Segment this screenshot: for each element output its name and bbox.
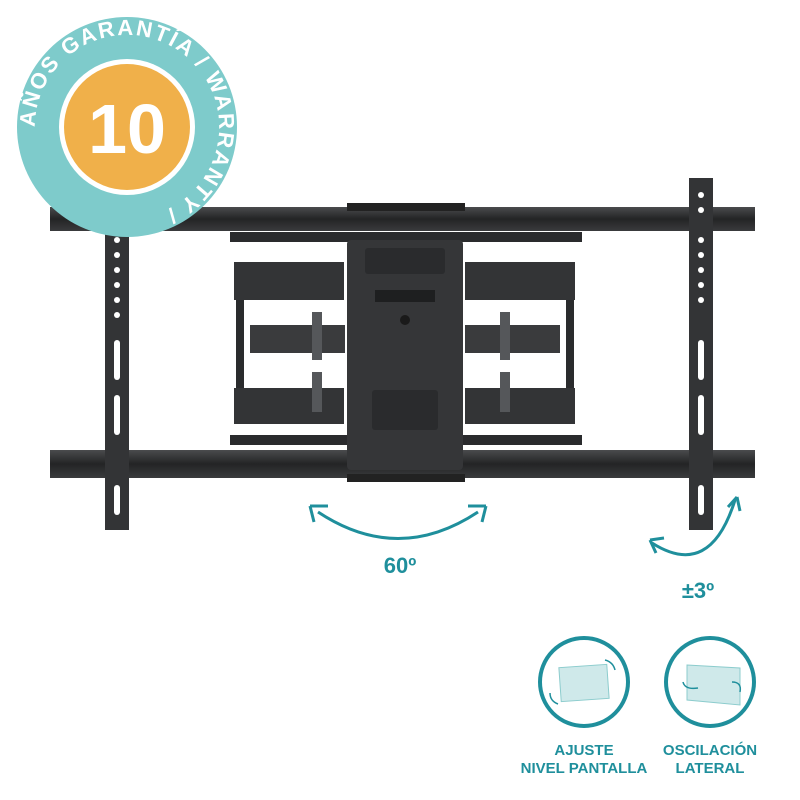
center-plate	[347, 240, 463, 470]
caption-line: NIVEL PANTALLA	[520, 760, 648, 777]
swivel-angle-label: 60º	[383, 553, 417, 578]
warranty-years: 10	[88, 90, 166, 168]
feature-level-caption: AJUSTE NIVEL PANTALLA	[504, 742, 664, 778]
caption-line: AJUSTE	[554, 742, 614, 759]
feature-swing-caption: OSCILACIÓN LATERAL	[630, 742, 790, 778]
caption-line: OSCILACIÓN	[662, 742, 758, 759]
lateral-swing-icon	[664, 636, 756, 728]
swivel-arrow-icon	[308, 504, 488, 540]
level-adjust-icon	[538, 636, 630, 728]
tilt-arrow-icon	[648, 495, 742, 557]
tilt-angle-label: ±3º	[681, 578, 715, 603]
vertical-brackets	[105, 178, 713, 530]
warranty-badge: 10 AÑOS GARANTÍA / WARRANTY /	[15, 15, 237, 237]
caption-line: LATERAL	[675, 760, 745, 777]
